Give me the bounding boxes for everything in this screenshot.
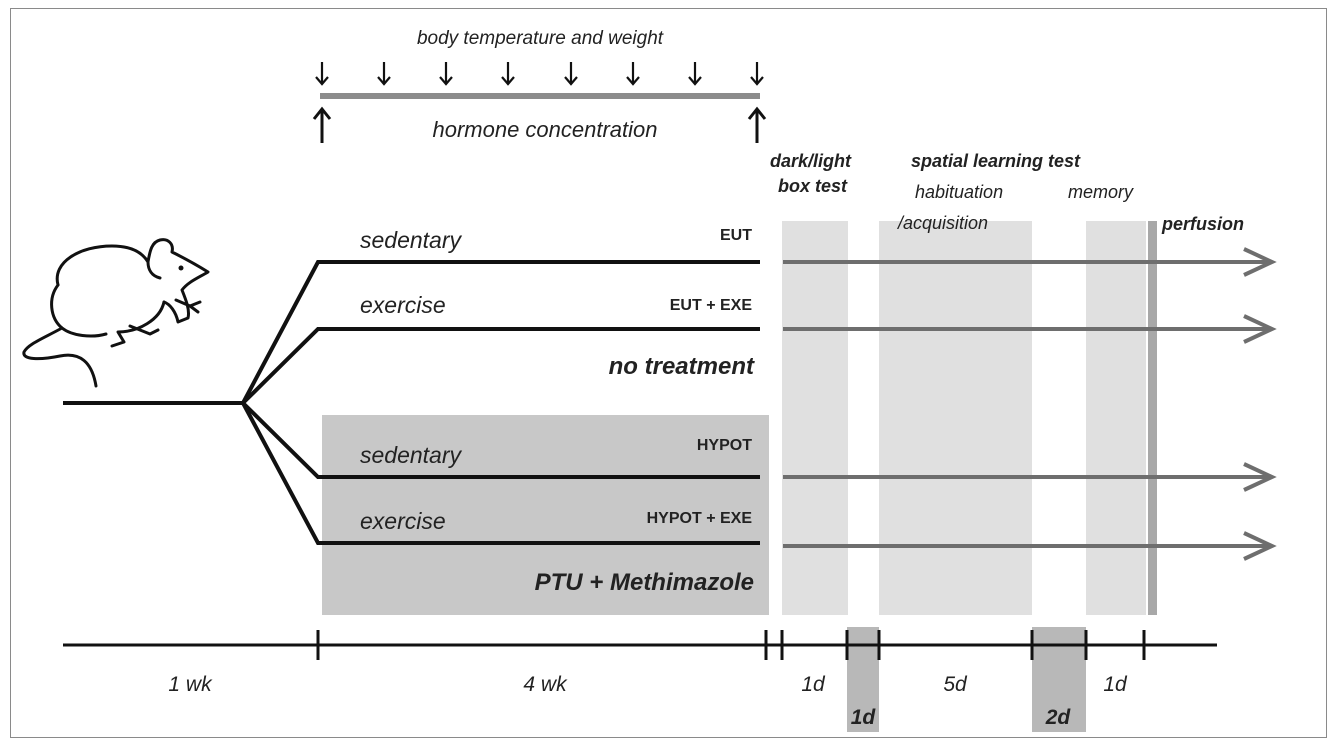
eut-exe-label: EUT + EXE — [670, 297, 753, 314]
d1c-label: 1d — [1103, 673, 1128, 696]
hypot-exe-label: HYPOT + EXE — [647, 510, 753, 527]
memory-label: memory — [1068, 182, 1134, 202]
down-arrow-icon — [501, 62, 515, 86]
hypot-label: HYPOT — [697, 437, 752, 454]
d1a-label: 1d — [801, 673, 826, 696]
top-sedentary-label: sedentary — [360, 227, 463, 253]
eut-label: EUT — [720, 227, 752, 244]
down-arrow-icon — [626, 62, 640, 86]
down-arrow-icon — [315, 62, 329, 86]
d5-label: 5d — [943, 673, 968, 696]
spatial-test-label: spatial learning test — [911, 151, 1081, 171]
bottom-exercise-label: exercise — [360, 508, 446, 534]
habituation-box — [879, 221, 1032, 615]
d2-label: 2d — [1045, 706, 1072, 729]
wk4-label: 4 wk — [523, 673, 568, 696]
down-arrow-icon — [564, 62, 578, 86]
ptu-methimazole-label: PTU + Methimazole — [535, 569, 754, 596]
perfusion-bar — [1148, 221, 1157, 615]
down-arrow-icon — [439, 62, 453, 86]
hormone-label: hormone concentration — [432, 117, 657, 142]
continuation-arrows — [783, 247, 1277, 561]
diagram-frame — [10, 8, 1327, 738]
memory-box — [1086, 221, 1146, 615]
group-lines — [63, 260, 760, 545]
perfusion-label: perfusion — [1161, 214, 1244, 234]
dark-light-label-2: box test — [778, 176, 848, 196]
down-arrows — [315, 62, 764, 86]
d1b-label: 1d — [851, 706, 877, 729]
mouse-icon — [22, 238, 210, 388]
body-temp-weight-label: body temperature and weight — [417, 28, 664, 49]
bottom-sedentary-label: sedentary — [360, 442, 463, 468]
timeline-axis — [63, 630, 1217, 660]
treatment-box — [322, 415, 769, 615]
habituation-label-1: habituation — [915, 182, 1003, 202]
top-exercise-label: exercise — [360, 292, 446, 318]
down-arrow-icon — [750, 62, 764, 86]
down-arrow-icon — [688, 62, 702, 86]
wk1-label: 1 wk — [168, 673, 213, 696]
up-arrows — [312, 106, 767, 143]
up-arrow-icon — [747, 106, 767, 143]
down-arrow-icon — [377, 62, 391, 86]
dark-light-label-1: dark/light — [770, 151, 852, 171]
dark-light-box — [782, 221, 848, 615]
habituation-label-2: /acquisition — [896, 213, 988, 233]
no-treatment-label: no treatment — [609, 353, 755, 380]
up-arrow-icon — [312, 106, 332, 143]
